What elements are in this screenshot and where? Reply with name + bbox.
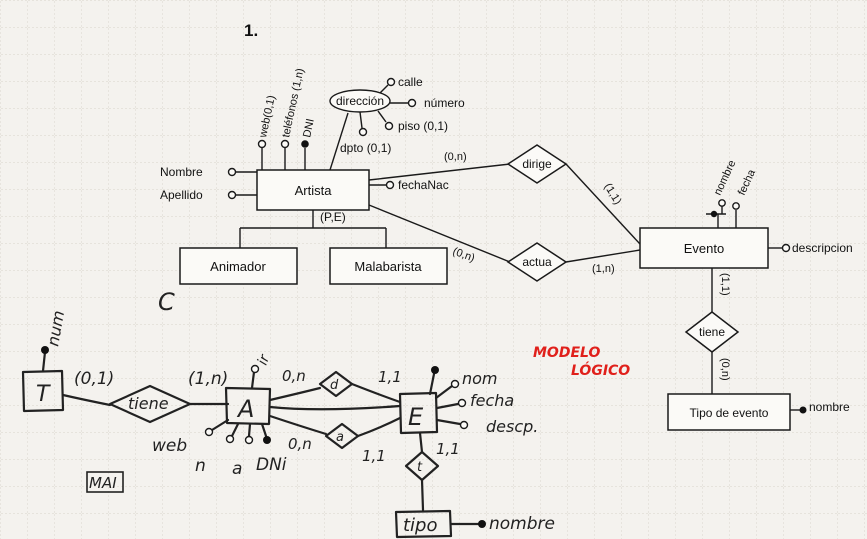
hand-a-ir-marker [250,364,260,374]
hand-a-a: a [232,459,242,479]
attr-nombre: Nombre [160,165,203,179]
hand-logico: LÓGICO [571,361,630,379]
hand-e-card-d: 1,1 [378,368,402,386]
hand-entity-e: E [408,403,424,431]
attr-tipo-nombre-marker [799,406,807,414]
attr-dni: DNI [301,118,317,139]
hand-t-card: (0,1) [74,369,114,389]
entity-animador [179,247,298,285]
attr-numero: número [424,96,465,110]
attr-numero-marker [407,98,417,108]
rel-dirige-label: dirige [522,157,552,171]
attr-evento-nombre-marker [710,210,718,218]
hand-a-a-marker [244,435,254,445]
hand-rel-d-label: d [330,378,339,393]
hand-entity-tipo: tipo [403,515,438,536]
attr-telefonos-marker [280,139,290,149]
attr-piso-marker [384,121,394,131]
hand-a-n-marker [225,434,235,444]
attr-calle-marker [386,77,396,87]
entity-artista-label: Artista [295,183,333,198]
hand-a-dni-marker [263,436,271,444]
section-number: 1. [244,21,258,40]
attr-fechanac-marker [385,180,395,190]
hand-rel-t-label: t [417,460,423,475]
attr-apellido: Apellido [160,188,203,202]
attr-direccion-label: dirección [336,94,384,108]
attr-descripcion-marker [781,243,791,253]
attr-fechanac: fechaNac [398,178,449,192]
hand-entity-t-box [21,369,65,413]
entity-evento [639,227,769,269]
hand-tipo-nombre: nombre [489,514,555,534]
rel-actua [506,242,568,282]
attr-dni-marker [301,140,309,148]
hand-e-card-t: 1,1 [436,440,460,458]
hand-t-attr-marker [41,346,49,354]
entity-malabarista [329,247,448,285]
specialization-label: (P,E) [320,210,346,224]
hand-c-mark: C [158,288,175,316]
attr-dpto: dpto (0,1) [340,141,391,155]
hand-a-card: (1,n) [188,369,228,389]
attr-calle: calle [398,75,423,89]
hand-modelo: MODELO [533,345,600,361]
hand-tipo-nombre-marker [478,520,486,528]
hand-a-card-d: 0,n [282,367,306,385]
attr-piso: piso (0,1) [398,119,448,133]
attr-evento-fecha-marker [732,202,740,210]
card-tiene-evento: (1,1) [719,273,731,296]
entity-evento-label: Evento [684,241,724,256]
hand-entity-a-box [224,386,272,426]
attr-tipo-nombre: nombre [809,400,850,414]
entity-animador-label: Animador [210,259,266,274]
rel-tiene-label: tiene [699,325,725,339]
entity-tipo-evento-label: Tipo de evento [690,406,769,420]
hand-rel-tiene-label: tiene [128,394,169,413]
hand-mai: MAI [89,474,117,492]
hand-a-card-a: 0,n [288,435,312,453]
hand-entity-tipo-box [394,509,453,539]
hand-a-web: web [152,436,187,456]
card-actua-evento: (1,n) [592,263,615,275]
attr-descripcion: descripcion [792,241,853,255]
hand-entity-a: A [236,395,254,423]
attr-nombre-marker [227,167,237,177]
entity-artista [256,169,370,211]
hand-entity-e-box [398,391,439,435]
hand-e-card-a: 1,1 [362,447,386,465]
hand-a-n: n [195,456,206,476]
hand-a-dni: DNi [256,455,287,475]
hand-entity-t: T [36,382,51,407]
hand-e-nom: nom [462,369,498,388]
hand-e-descp: descp. [486,417,538,436]
attr-dpto-marker [358,127,368,137]
rel-actua-label: actua [522,255,552,269]
hand-a-web-marker [204,427,214,437]
entity-tipo-evento [667,393,791,431]
entity-malabarista-label: Malabarista [354,259,422,274]
card-dirige-artista: (0,n) [444,151,467,163]
hand-e-fecha: fecha [470,391,514,410]
attr-apellido-marker [227,190,237,200]
attr-web-marker [257,139,267,149]
hand-mai-box [86,471,124,493]
hand-rel-a-label: a [336,430,344,445]
card-tiene-tipo: (0,n) [719,358,731,381]
rel-dirige [506,144,568,184]
